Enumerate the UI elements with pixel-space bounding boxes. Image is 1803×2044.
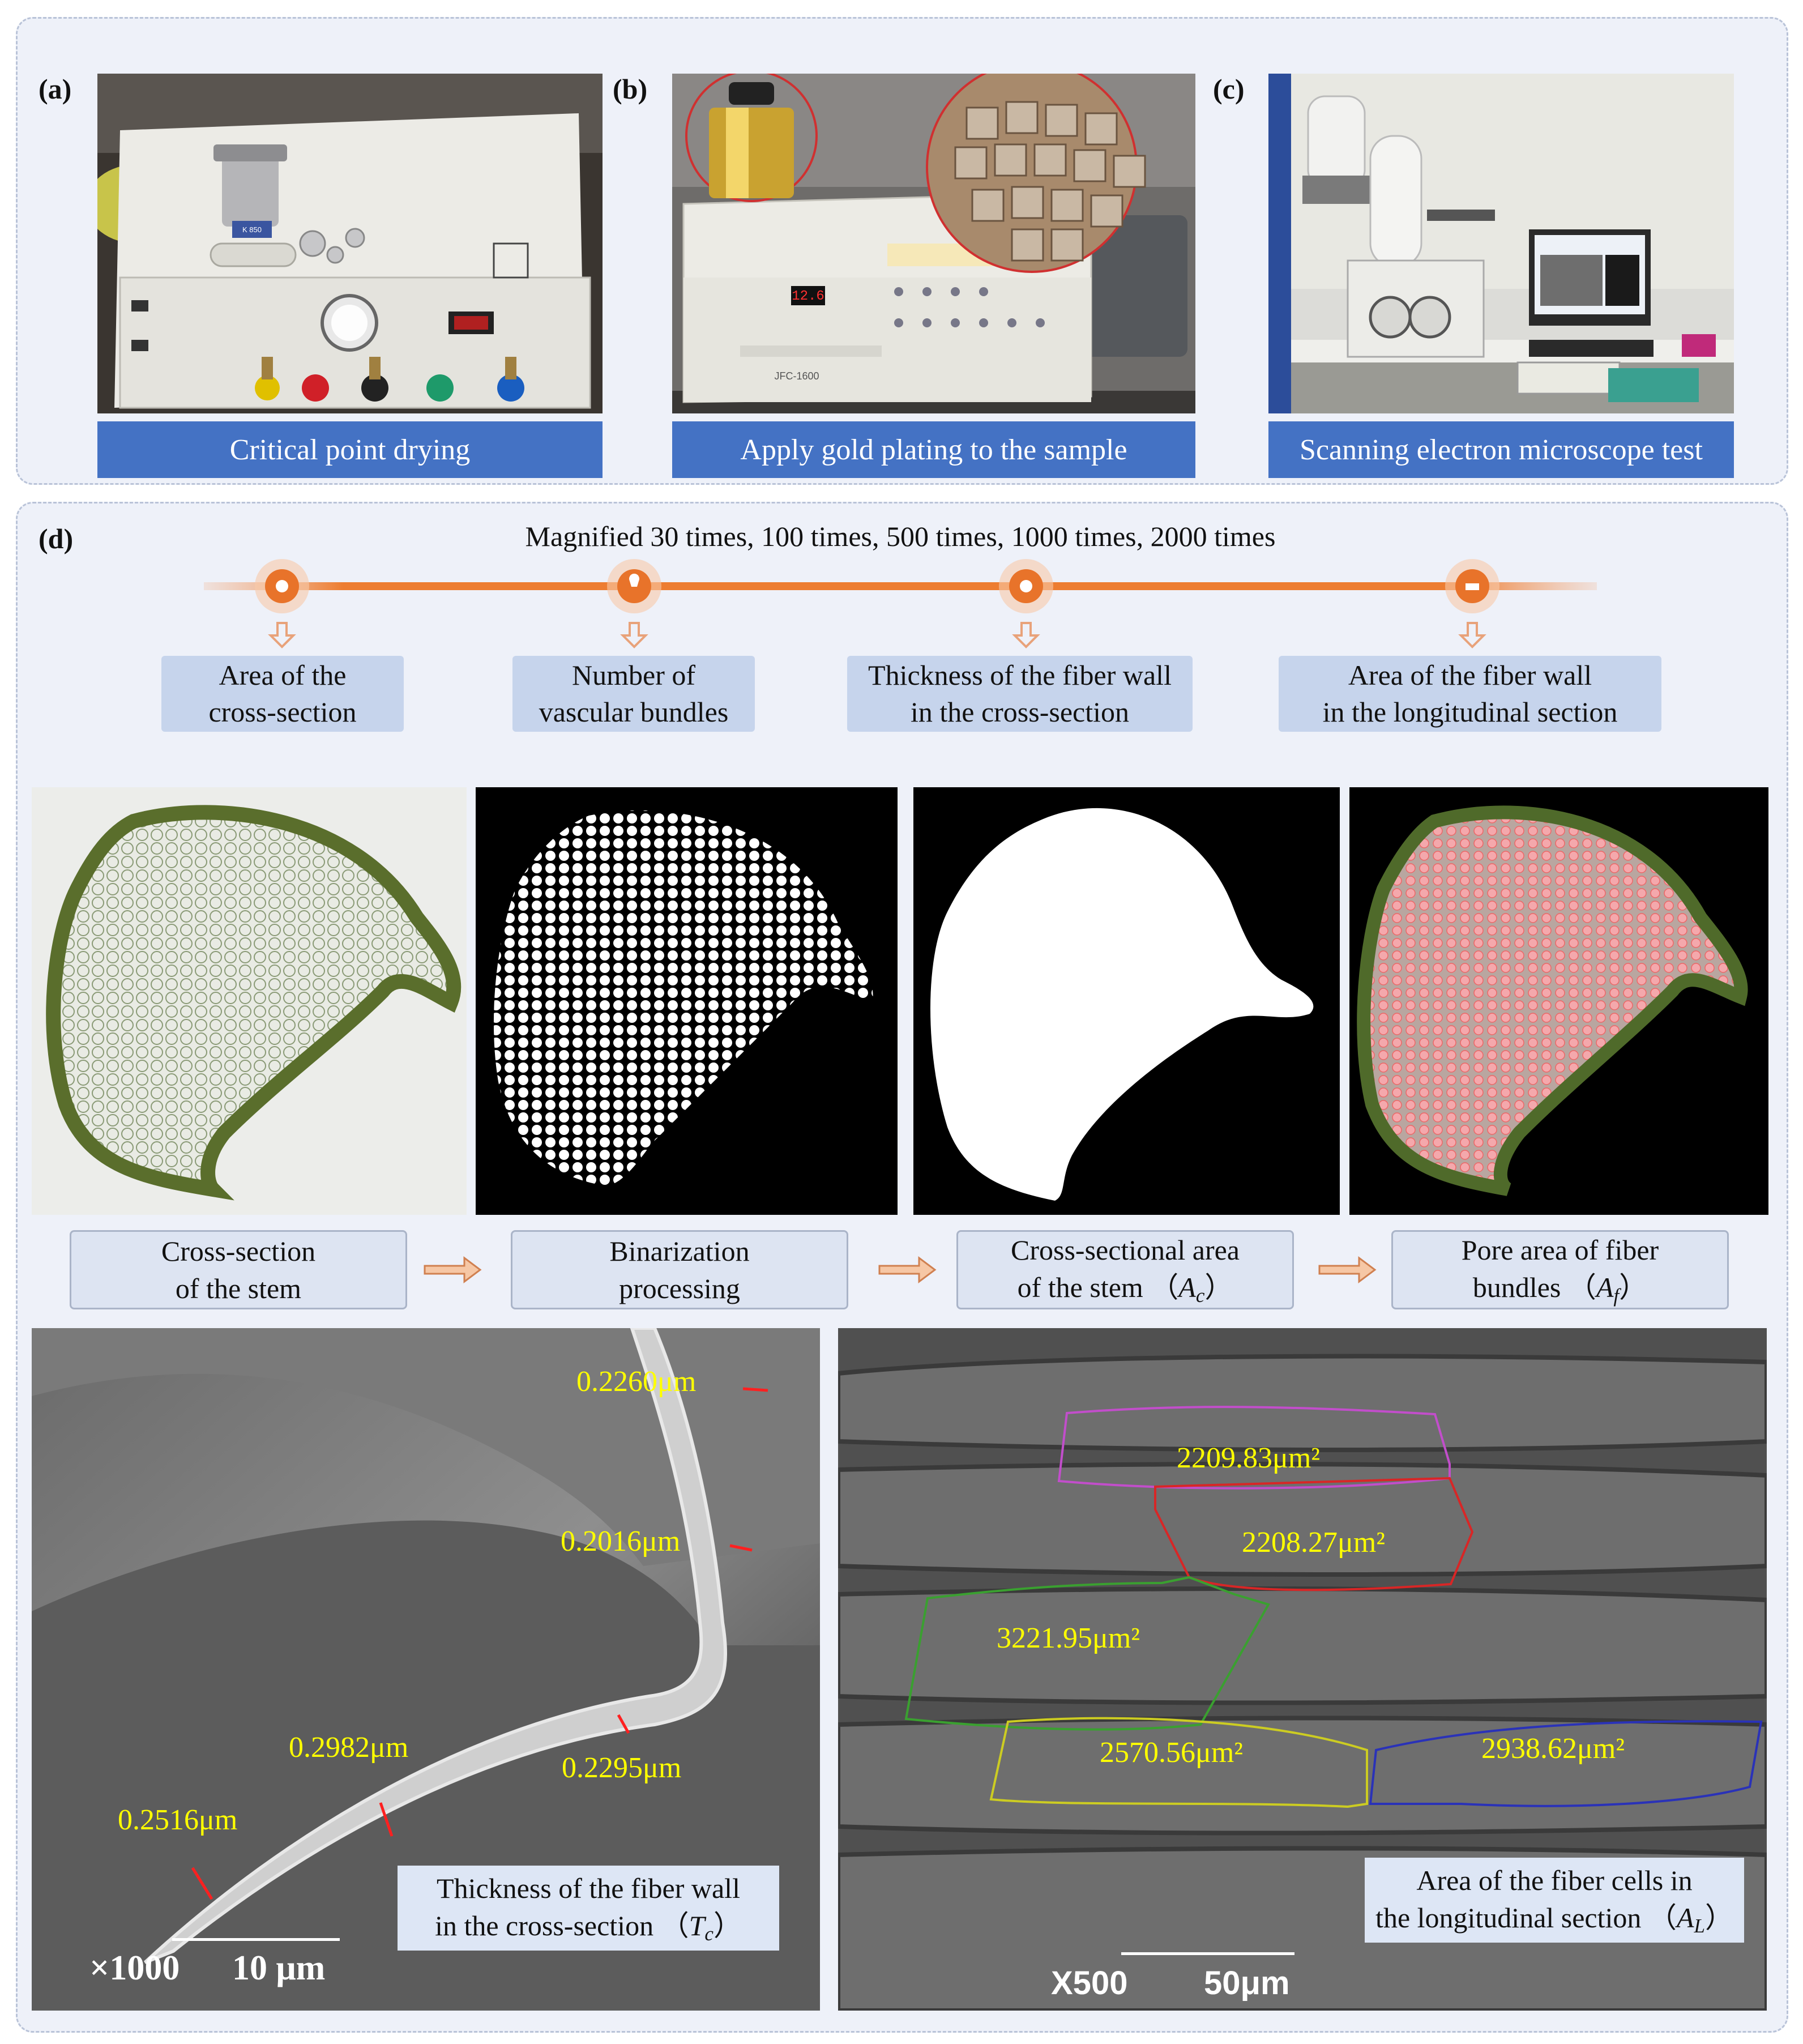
- timeline-node-3: [999, 559, 1053, 613]
- magnification-text: Magnified 30 times, 100 times, 500 times…: [525, 520, 1276, 552]
- coater-model-text: JFC-1600: [774, 370, 819, 382]
- down-arrow-icon: [268, 622, 1486, 648]
- scale-mag-right: X500: [1051, 1965, 1128, 2002]
- area-label-2: 2208.27μm²: [1242, 1526, 1385, 1559]
- panel-label-a: (a): [39, 73, 72, 105]
- flow-pore-sub: f: [1613, 1284, 1620, 1307]
- thickness-note-var: T: [689, 1909, 705, 1941]
- gold-coater-photo: 12.6 JFC-1600: [672, 74, 1195, 413]
- flow-area-var: A: [1178, 1271, 1196, 1303]
- timeline-node-2: [607, 559, 661, 613]
- thickness-note-sub: c: [704, 1922, 713, 1945]
- scale-len-right: 50μm: [1204, 1965, 1290, 2002]
- flow-pore-line2: bundles: [1472, 1271, 1561, 1303]
- pore-area-overlay-image: [1349, 787, 1768, 1215]
- timeline-node-4: [1445, 559, 1499, 613]
- panel-label-c: (c): [1213, 73, 1245, 105]
- area-label-4: 2570.56μm²: [1100, 1736, 1243, 1769]
- critical-point-dryer-photo: K 850: [97, 74, 603, 413]
- thickness-label-2: 0.2016μm: [561, 1525, 681, 1557]
- thickness-label-1: 0.2260μm: [576, 1365, 697, 1398]
- flow-cross-section: Cross-section of the stem: [70, 1230, 407, 1309]
- arrow-icon: [424, 1256, 482, 1283]
- binarized-image: [476, 787, 898, 1215]
- step-vascular-bundles: Number of vascular bundles: [512, 656, 755, 732]
- step-fiber-wall-thickness: Thickness of the fiber wall in the cross…: [847, 656, 1193, 732]
- flow-pore-line1: Pore area of fiber: [1461, 1234, 1659, 1266]
- thickness-note-line1: Thickness of the fiber wall: [437, 1872, 740, 1904]
- flow-binarization-line2: processing: [619, 1273, 740, 1304]
- sem-instrument-photo: [1268, 74, 1734, 413]
- area-label-1: 2209.83μm²: [1177, 1442, 1320, 1474]
- step-fiber-wall-area: Area of the fiber wall in the longitudin…: [1279, 656, 1661, 732]
- panel-label-b: (b): [613, 73, 648, 105]
- area-label-3: 3221.95μm²: [997, 1622, 1140, 1654]
- cell-area-note-line1: Area of the fiber cells in: [1416, 1864, 1693, 1896]
- caption-critical-point-drying: Critical point drying: [97, 421, 603, 478]
- arrow-icon: [1318, 1256, 1377, 1283]
- cross-sectional-area-mask: [913, 787, 1340, 1215]
- flow-cross-section-line1: Cross-section: [161, 1235, 316, 1267]
- coater-display-text: 12.6: [792, 289, 824, 304]
- thickness-note-line2: in the cross-section: [435, 1909, 654, 1941]
- stem-cross-section-image: [32, 787, 467, 1215]
- caption-sem-test: Scanning electron microscope test: [1268, 421, 1734, 478]
- scale-mag-left: ×1000: [89, 1949, 180, 1987]
- area-label-5: 2938.62μm²: [1481, 1733, 1625, 1765]
- cell-area-note-var: A: [1676, 1901, 1694, 1934]
- timeline: [204, 559, 1597, 648]
- flow-area-line2: of the stem: [1017, 1271, 1143, 1303]
- flow-pore-area: Pore area of fiber bundles （Af）: [1391, 1230, 1729, 1309]
- step-cross-section-area: Area of the cross-section: [161, 656, 404, 732]
- flow-area-line1: Cross-sectional area: [1010, 1234, 1240, 1266]
- arrow-icon: [878, 1256, 937, 1283]
- thickness-note: Thickness of the fiber wall in the cross…: [398, 1866, 779, 1951]
- cell-area-note: Area of the fiber cells in the longitudi…: [1365, 1858, 1744, 1943]
- panel-label-d: (d): [39, 523, 74, 554]
- flow-binarization: Binarization processing: [511, 1230, 848, 1309]
- flow-binarization-line1: Binarization: [609, 1235, 750, 1267]
- flow-pore-var: A: [1596, 1271, 1614, 1303]
- timeline-node-1: [255, 559, 309, 613]
- cell-area-note-sub: L: [1694, 1914, 1705, 1937]
- caption-gold-plating: Apply gold plating to the sample: [672, 421, 1195, 478]
- flow-area-sub: c: [1195, 1284, 1205, 1307]
- scale-len-left: 10 μm: [232, 1949, 326, 1987]
- flow-cross-section-line2: of the stem: [175, 1273, 302, 1304]
- cpd-badge-text: K 850: [242, 225, 262, 234]
- thickness-label-4: 0.2295μm: [562, 1752, 682, 1784]
- cell-area-note-line2: the longitudinal section: [1375, 1901, 1642, 1934]
- flow-cross-sectional-area: Cross-sectional area of the stem （Ac）: [956, 1230, 1294, 1309]
- thickness-label-3: 0.2982μm: [289, 1731, 409, 1764]
- thickness-label-5: 0.2516μm: [118, 1804, 238, 1836]
